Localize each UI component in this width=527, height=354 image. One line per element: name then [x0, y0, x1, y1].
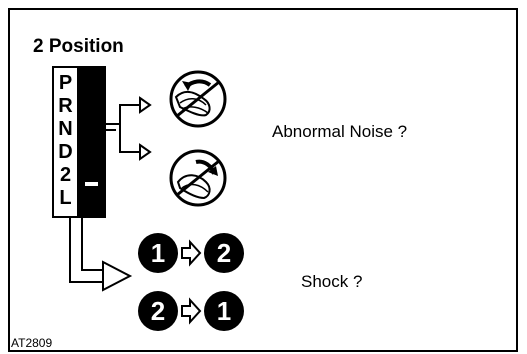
shift-sequence-2: 2 1	[138, 291, 244, 331]
gear-selector-panel	[52, 66, 106, 218]
shock-label: Shock ?	[301, 272, 363, 291]
figure-code: AT2809	[11, 336, 53, 350]
gear-letter-d: D	[58, 141, 72, 163]
gear-letter-l: L	[59, 187, 71, 209]
gear-letter-2: 2	[60, 164, 71, 186]
shock-connector	[69, 217, 103, 283]
shock-connector-inner	[81, 217, 103, 271]
diagram-border	[8, 8, 518, 352]
arrow-to-shift-sequence	[102, 260, 133, 292]
diagram-title: 2 Position	[33, 36, 124, 57]
gear-letter-n: N	[58, 118, 72, 140]
shift-arrow-icon	[181, 297, 202, 325]
shift-arrow-icon	[181, 239, 202, 267]
arrow-to-upper-hand	[139, 96, 152, 114]
shift-sequence-1: 1 2	[138, 233, 244, 273]
bracket-connector	[105, 104, 140, 153]
abnormal-noise-label: Abnormal Noise ?	[272, 122, 408, 141]
gear-letter-p: P	[59, 72, 72, 94]
shift-2-to: 1	[217, 296, 231, 326]
hand-pull-back-icon	[169, 149, 227, 207]
selector-indicator	[85, 182, 98, 186]
shift-1-to: 2	[217, 238, 231, 268]
arrow-to-lower-hand	[139, 143, 152, 161]
shift-2-from: 2	[151, 296, 165, 326]
hand-push-forward-icon	[169, 70, 227, 128]
gear-letter-r: R	[58, 95, 73, 117]
shift-1-from: 1	[151, 238, 165, 268]
